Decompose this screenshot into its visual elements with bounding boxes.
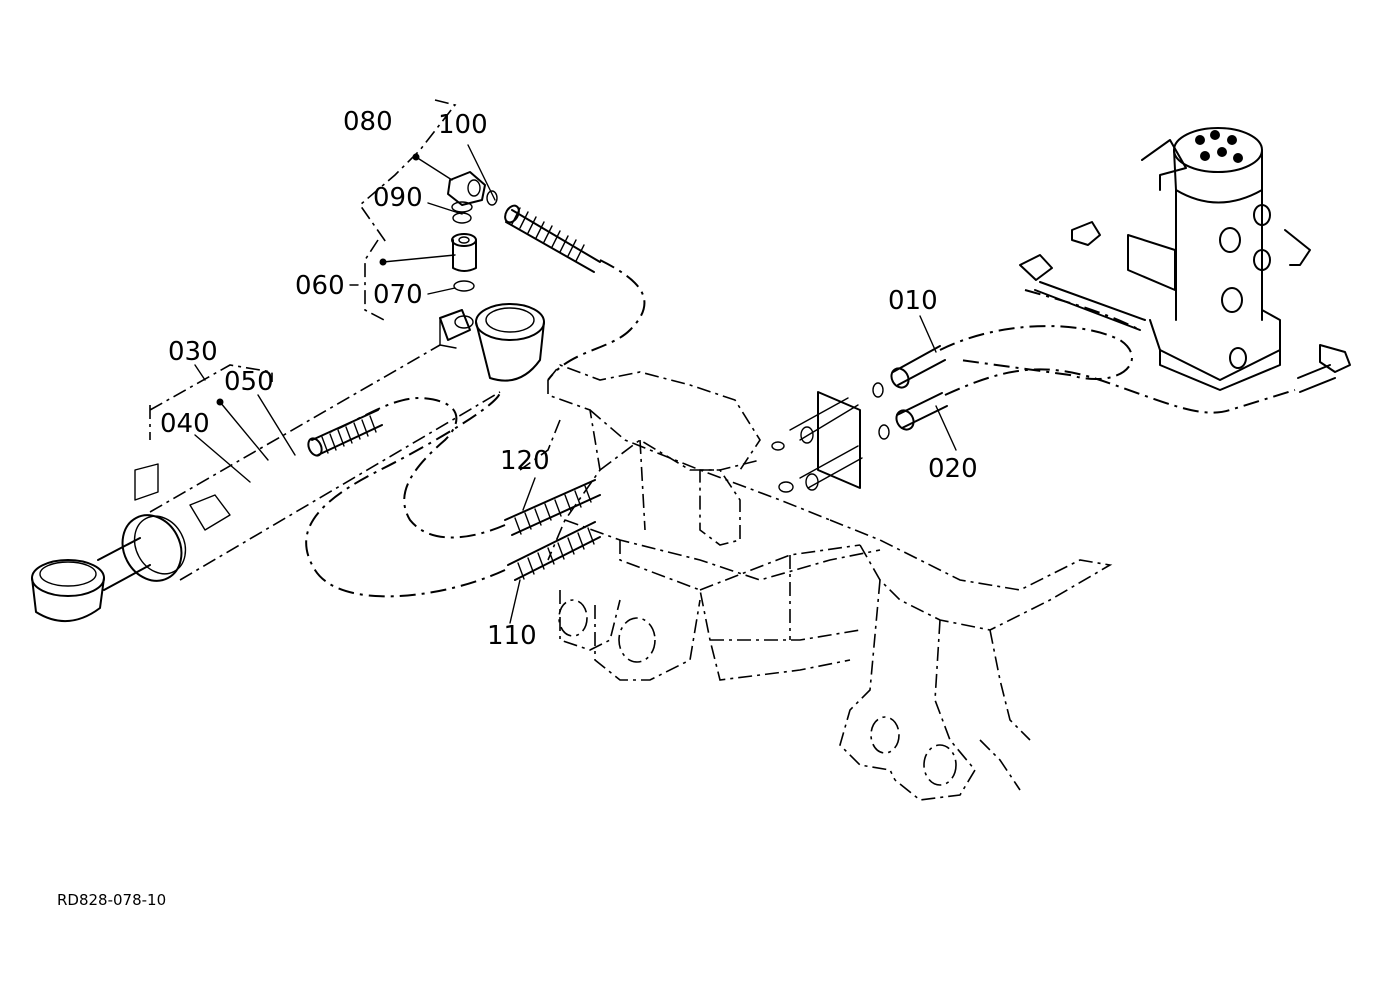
label-010: 010: [888, 286, 938, 316]
frame-bracket: [519, 364, 1113, 801]
hose-fitting-020: [878, 392, 948, 440]
elbow-adapter-group: [447, 171, 498, 292]
diagram-reference: RD828-078-10: [57, 891, 166, 909]
label-100: 100: [438, 110, 488, 140]
hose-fittings: [307, 204, 948, 581]
label-090: 090: [373, 183, 423, 213]
label-040: 040: [160, 409, 210, 439]
leader-lines: [149, 99, 957, 624]
hose-fitting-010: [872, 345, 946, 398]
label-060: 060: [295, 271, 345, 301]
label-120: 120: [500, 446, 550, 476]
swivel-joint: [1019, 127, 1351, 393]
label-050: 050: [224, 367, 274, 397]
label-070: 070: [373, 280, 423, 310]
label-110: 110: [487, 621, 537, 651]
label-030: 030: [168, 337, 218, 367]
hose-fitting-050: [307, 409, 383, 457]
label-020: 020: [928, 454, 978, 484]
hose-lines: [305, 259, 1296, 598]
hose-fitting-top: [504, 204, 601, 273]
cylinder-assembly: [31, 303, 545, 623]
bulkhead-plate: [771, 391, 863, 493]
hose-fitting-120: [504, 479, 601, 536]
part-labels: 080 100 090 060 070 030 050 040 120 110 …: [57, 107, 978, 909]
label-080: 080: [343, 107, 393, 137]
hose-fitting-110: [507, 521, 601, 581]
